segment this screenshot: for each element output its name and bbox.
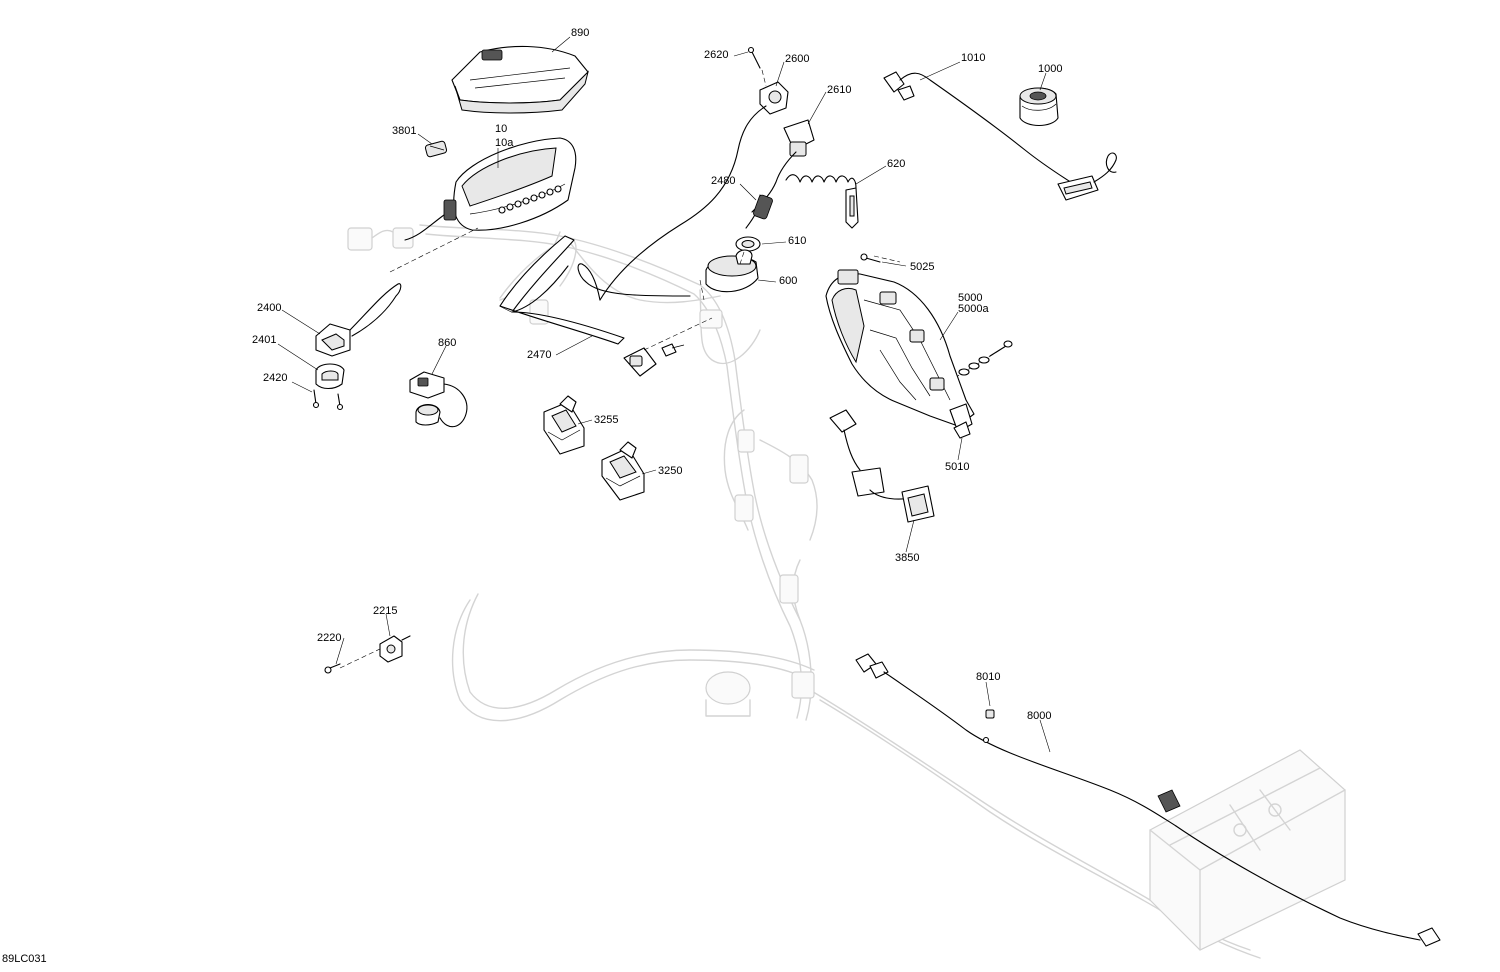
callout-2420: 2420 bbox=[263, 372, 287, 384]
callout-2610: 2610 bbox=[827, 84, 851, 96]
callout-890: 890 bbox=[571, 27, 589, 39]
callout-600: 600 bbox=[779, 275, 797, 287]
part-5010-bolt bbox=[953, 340, 1013, 439]
part-610-nut bbox=[735, 236, 761, 252]
part-3850-harness bbox=[829, 409, 935, 523]
callout-860: 860 bbox=[438, 337, 456, 349]
callout-5000: 5000 bbox=[958, 292, 982, 304]
part-3801-clip bbox=[424, 140, 448, 158]
callout-610: 610 bbox=[788, 235, 806, 247]
part-2480-harness-lead bbox=[577, 194, 773, 301]
part-890-cover bbox=[451, 45, 589, 114]
callout-2470: 2470 bbox=[527, 349, 551, 361]
part-2470-tube bbox=[499, 235, 625, 345]
callout-3250: 3250 bbox=[658, 465, 682, 477]
callout-2220: 2220 bbox=[317, 632, 341, 644]
callout-2215: 2215 bbox=[373, 605, 397, 617]
part-1000-socket bbox=[1019, 87, 1059, 127]
drawing-code: 89LC031 bbox=[2, 953, 47, 965]
part-860-accessory-plug bbox=[409, 371, 468, 428]
callout-1000: 1000 bbox=[1038, 63, 1062, 75]
callout-2480: 2480 bbox=[711, 175, 735, 187]
callout-3801: 3801 bbox=[392, 125, 416, 137]
part-3255-switch bbox=[543, 395, 585, 455]
part-2400-clamp bbox=[315, 283, 402, 357]
part-10-gauge bbox=[404, 137, 577, 241]
part-1010-harness bbox=[883, 71, 1117, 201]
callout-620: 620 bbox=[887, 158, 905, 170]
callout-1010: 1010 bbox=[961, 52, 985, 64]
leader-lines bbox=[277, 36, 1051, 753]
part-2610-connector bbox=[783, 119, 815, 157]
part-2220-screw bbox=[324, 663, 341, 674]
callout-2600: 2600 bbox=[785, 53, 809, 65]
part-3250-switch bbox=[601, 441, 645, 501]
part-5025-screw bbox=[860, 253, 881, 263]
callout-10a: 10a bbox=[495, 137, 514, 149]
part-2215-sensor bbox=[379, 635, 411, 663]
callout-5010: 5010 bbox=[945, 461, 969, 473]
part-2620-screw bbox=[747, 46, 761, 69]
part-620-tether bbox=[785, 174, 859, 229]
callout-5025: 5025 bbox=[910, 261, 934, 273]
part-2420-screws bbox=[312, 389, 344, 411]
wire-2600-harness bbox=[599, 105, 767, 301]
part-600-switch bbox=[705, 249, 759, 293]
part-5000-module bbox=[825, 269, 975, 433]
callout-8010: 8010 bbox=[976, 671, 1000, 683]
gauge-buttons bbox=[498, 185, 562, 214]
part-2401-clamp-base bbox=[315, 363, 345, 390]
background-harness bbox=[347, 224, 1346, 959]
part-2600-bracket bbox=[759, 81, 789, 115]
callout-5000a: 5000a bbox=[958, 303, 989, 315]
callout-8000: 8000 bbox=[1027, 710, 1051, 722]
callout-2401: 2401 bbox=[252, 334, 276, 346]
callout-labels: 890 3801 10 10a 2620 2600 2610 1010 1000… bbox=[2, 27, 1062, 965]
callout-3850: 3850 bbox=[895, 552, 919, 564]
callout-3255: 3255 bbox=[594, 414, 618, 426]
callout-2400: 2400 bbox=[257, 302, 281, 314]
part-2470-connector bbox=[623, 343, 685, 377]
callout-10: 10 bbox=[495, 123, 507, 135]
callout-2620: 2620 bbox=[704, 49, 728, 61]
part-8000-cable bbox=[855, 653, 1441, 947]
part-8010-clip bbox=[985, 709, 995, 719]
